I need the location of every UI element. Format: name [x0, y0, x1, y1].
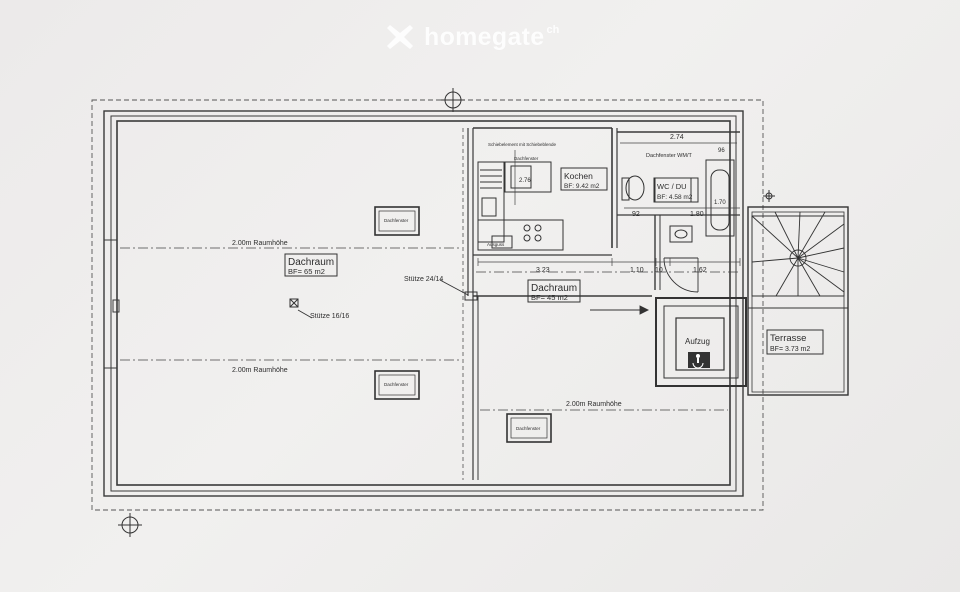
room-name-terrasse: Terrasse [770, 333, 806, 344]
skylight-label-bath: Dachfenster WM/T [646, 153, 692, 159]
dimension-274: 2.74 [670, 134, 684, 141]
room-name-aufzug: Aufzug [685, 337, 710, 346]
skylight-label-1: Dachfenster [384, 218, 409, 223]
watermark-suffix: ch [546, 24, 560, 36]
room-area-kochen: BF: 9.42 m2 [564, 183, 600, 190]
homegate-logo-icon [387, 25, 413, 49]
outer-walls [103, 110, 744, 497]
leader-lines [297, 279, 650, 319]
door-swing [663, 257, 699, 293]
dimension-162: 1.62 [693, 267, 707, 274]
room-area-terrasse: BF= 3.73 m2 [770, 346, 810, 353]
registration-mark-right [763, 190, 775, 202]
registration-mark-bottom [118, 513, 142, 537]
schiebe-label: Schiebelement mit Schiebeblende [488, 142, 557, 147]
skylight-label-3: Dachfenster [516, 426, 541, 431]
room-area-dachraum-second: BF= 45 m2 [531, 293, 568, 302]
skylights [374, 206, 552, 443]
watermark-brand: homegate [424, 22, 545, 51]
raumhoehe-label-3: 2.00m Raumhöhe [566, 401, 622, 408]
interior-walls [462, 127, 740, 480]
registration-mark-top [441, 88, 465, 112]
columns [289, 291, 478, 308]
room-name-dachraum-second: Dachraum [531, 283, 577, 294]
raumhoehe-label-2: 2.00m Raumhöhe [232, 367, 288, 374]
dimension-170: 1.70 [714, 200, 726, 206]
label-boxes [284, 167, 824, 355]
dimension-10: 10 [655, 267, 663, 274]
room-name-kochen: Kochen [564, 171, 593, 181]
dimension-276: 2.76 [519, 178, 531, 184]
room-name-dachraum-main: Dachraum [288, 257, 334, 268]
spiral-stair [751, 211, 845, 297]
left-window [104, 239, 120, 369]
dimension-lines [477, 142, 741, 266]
homegate-watermark: homegate ch [384, 20, 559, 54]
dimension-96: 96 [718, 148, 725, 154]
height-lines [120, 247, 740, 411]
dimension-180: 1.80 [690, 211, 704, 218]
room-area-wc-du: BF: 4.58 m2 [657, 194, 693, 201]
dimension-110: 1.10 [630, 267, 644, 274]
ausguss-label: Ausguss [487, 242, 505, 247]
room-area-dachraum-main: BF= 65 m2 [288, 267, 325, 276]
stuetze-label-2: Stütze 24/14 [404, 276, 443, 283]
dimension-323: 3.23 [536, 267, 550, 274]
stuetze-label-1: Stütze 16/16 [310, 313, 349, 320]
room-name-wc-du: WC / DU [657, 182, 687, 191]
skylight-label-kitchen: Dachfenster [514, 156, 539, 161]
roof-outline [91, 99, 764, 511]
dimension-92: 92 [632, 211, 640, 218]
raumhoehe-label-1: 2.00m Raumhöhe [232, 240, 288, 247]
kitchen-fixtures [477, 161, 564, 251]
terrace-structure [747, 206, 849, 396]
wheelchair-icon [692, 354, 704, 369]
skylight-label-2: Dachfenster [384, 382, 409, 387]
